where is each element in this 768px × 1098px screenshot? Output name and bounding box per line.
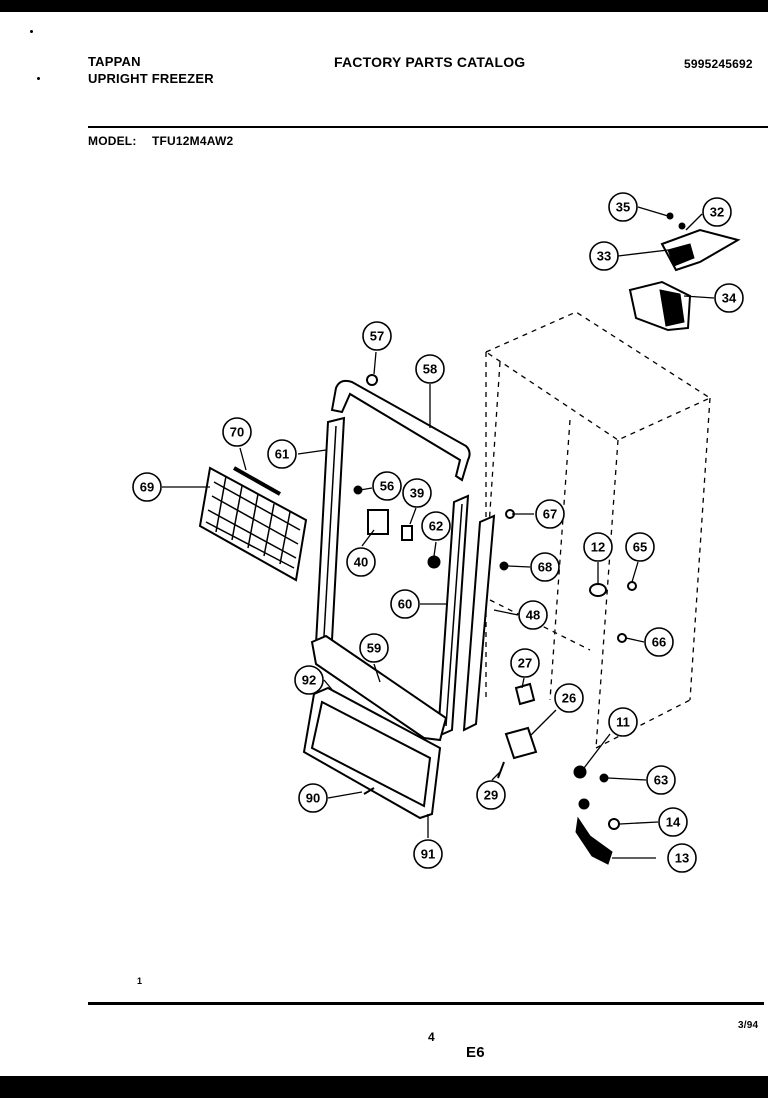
door-shelf [198, 466, 308, 582]
callout-27: 27 [510, 648, 540, 678]
callout-label: 65 [633, 540, 647, 555]
callout-label: 32 [710, 205, 724, 220]
cabinet-outline [475, 311, 712, 749]
callout-label: 11 [616, 715, 630, 730]
callout-92: 92 [294, 665, 324, 695]
door-right-rail [436, 494, 496, 738]
product-name: UPRIGHT FREEZER [88, 71, 214, 86]
callout-label: 48 [526, 608, 540, 623]
callout-40: 40 [346, 547, 376, 577]
callout-32: 32 [702, 197, 732, 227]
header-rule [88, 126, 768, 128]
revision-date: 3/94 [738, 1020, 759, 1031]
callout-label: 69 [140, 480, 154, 495]
callout-label: 68 [538, 560, 552, 575]
part-callouts: 35 32 33 34 57 58 70 61 69 56 39 40 62 67 60 68 12 65 48 66… [132, 192, 744, 873]
catalog-part-number: 5995245692 [684, 57, 753, 71]
punch-mark [37, 77, 40, 80]
callout-48: 48 [518, 600, 548, 630]
callout-63: 63 [646, 765, 676, 795]
section-code: E6 [466, 1044, 485, 1061]
callout-56: 56 [372, 471, 402, 501]
callout-11: 11 [608, 707, 638, 737]
callout-68: 68 [530, 552, 560, 582]
callout-66: 66 [644, 627, 674, 657]
page-number: 4 [428, 1030, 435, 1044]
callout-label: 60 [398, 597, 412, 612]
callout-35: 35 [608, 192, 638, 222]
bottom-border [0, 1076, 768, 1098]
callout-90: 90 [298, 783, 328, 813]
callout-label: 33 [597, 249, 611, 264]
model-label: MODEL: [88, 134, 137, 148]
callout-label: 62 [429, 519, 443, 534]
corner-mark: 1 [137, 976, 143, 986]
callout-label: 40 [354, 555, 368, 570]
top-border [0, 0, 768, 12]
punch-mark [30, 30, 33, 33]
callout-26: 26 [554, 683, 584, 713]
callout-33: 33 [589, 241, 619, 271]
callout-60: 60 [390, 589, 420, 619]
callout-label: 70 [230, 425, 244, 440]
door-left-rail [314, 416, 346, 646]
callout-label: 29 [484, 788, 498, 803]
callout-label: 35 [616, 200, 630, 215]
leader-lines [162, 206, 715, 859]
brand-name: TAPPAN [88, 54, 141, 69]
catalog-title: FACTORY PARTS CATALOG [334, 54, 526, 70]
callout-label: 92 [302, 673, 316, 688]
callout-label: 61 [275, 447, 289, 462]
callout-label: 90 [306, 791, 320, 806]
callout-70: 70 [222, 417, 252, 447]
callout-label: 26 [562, 691, 576, 706]
callout-57: 57 [362, 321, 392, 351]
callout-label: 34 [722, 291, 737, 306]
callout-label: 14 [666, 815, 681, 830]
door-top-rail [330, 379, 471, 482]
callout-label: 13 [675, 851, 689, 866]
callout-59: 59 [359, 633, 389, 663]
callout-label: 39 [410, 486, 424, 501]
top-hinge-assembly [628, 212, 741, 332]
callout-label: 12 [591, 540, 605, 555]
callout-label: 27 [518, 656, 532, 671]
callout-13: 13 [667, 843, 697, 873]
callout-61: 61 [267, 439, 297, 469]
callout-58: 58 [415, 354, 445, 384]
callout-67: 67 [535, 499, 565, 529]
callout-39: 39 [402, 478, 432, 508]
callout-label: 56 [380, 479, 394, 494]
callout-label: 91 [421, 847, 435, 862]
callout-label: 67 [543, 507, 557, 522]
callout-29: 29 [476, 780, 506, 810]
callout-62: 62 [421, 511, 451, 541]
callout-91: 91 [413, 839, 443, 869]
callout-65: 65 [625, 532, 655, 562]
callout-14: 14 [658, 807, 688, 837]
small-hardware [353, 374, 637, 865]
model-number: TFU12M4AW2 [152, 134, 234, 148]
callout-label: 66 [652, 635, 666, 650]
callout-12: 12 [583, 532, 613, 562]
callout-label: 58 [423, 362, 437, 377]
callout-label: 57 [370, 329, 384, 344]
callout-34: 34 [714, 283, 744, 313]
callout-69: 69 [132, 472, 162, 502]
door-bottom-rail [310, 634, 448, 742]
door-panel [302, 686, 442, 820]
callout-label: 63 [654, 773, 668, 788]
callout-label: 59 [367, 641, 381, 656]
footer-rule [88, 1002, 764, 1005]
